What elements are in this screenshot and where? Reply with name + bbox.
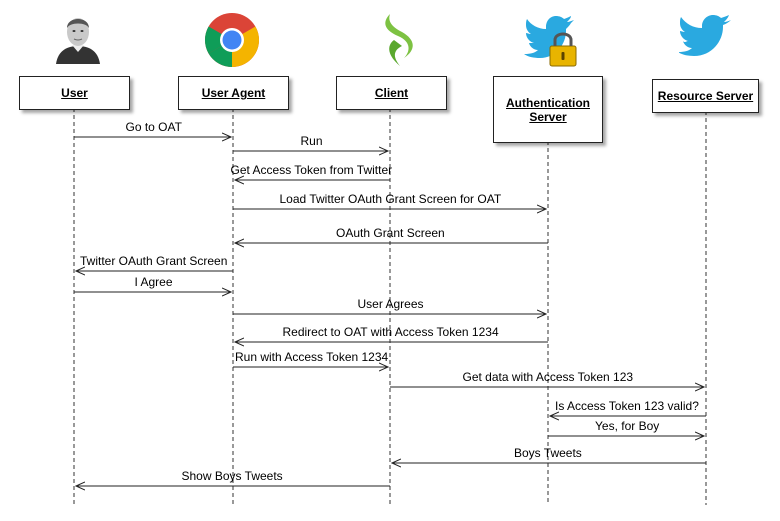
participant-label: User Agent <box>201 86 266 100</box>
message-label: User Agrees <box>357 297 424 311</box>
message-label: Go to OAT <box>125 120 182 134</box>
participant-client: Client <box>336 76 447 110</box>
participant-user: User <box>19 76 130 110</box>
message-label: Is Access Token 123 valid? <box>555 399 699 413</box>
participant-label: Authentication Server <box>506 95 590 124</box>
message-label: Run with Access Token 1234 <box>235 350 389 364</box>
sencha-icon <box>376 12 420 68</box>
message-label: Yes, for Boy <box>595 419 660 433</box>
message-label: Load Twitter OAuth Grant Screen for OAT <box>279 192 502 206</box>
participant-authentication-server: Authentication Server <box>493 76 603 143</box>
message-label: Twitter OAuth Grant Screen <box>80 254 228 268</box>
participant-label: User <box>61 86 88 100</box>
message-label: I Agree <box>134 275 173 289</box>
message-label: Get Access Token from Twitter <box>230 163 393 177</box>
message-label: Get data with Access Token 123 <box>462 370 634 384</box>
message-label: OAuth Grant Screen <box>336 226 445 240</box>
chrome-icon <box>204 12 260 68</box>
participant-user-agent: User Agent <box>178 76 289 110</box>
user-photo-icon <box>54 12 100 64</box>
message-label: Redirect to OAT with Access Token 1234 <box>282 325 499 339</box>
twitter-bird-icon <box>678 14 733 62</box>
twitter-lock-icon <box>524 10 580 68</box>
participant-resource-server: Resource Server <box>652 79 759 113</box>
participant-label: Client <box>374 86 409 100</box>
message-label: Show Boys Tweets <box>181 469 283 483</box>
participant-label: Resource Server <box>657 89 754 103</box>
message-label: Boys Tweets <box>514 446 582 460</box>
message-label: Run <box>300 134 323 148</box>
